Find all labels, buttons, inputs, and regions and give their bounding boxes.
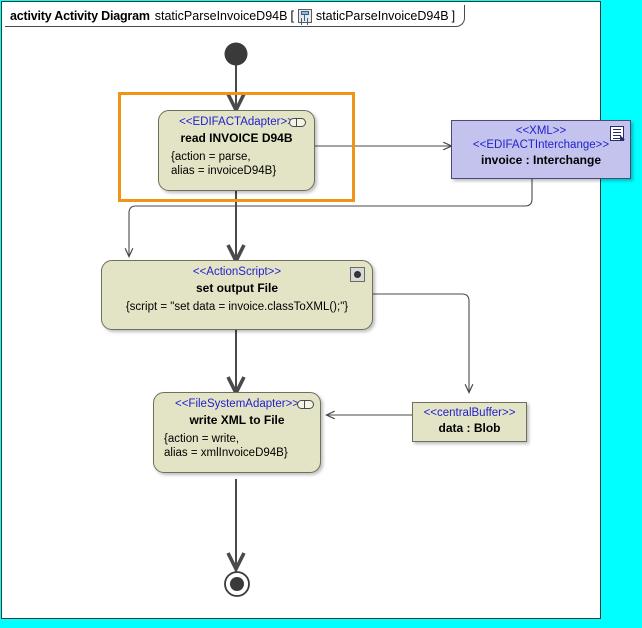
adapter-pill-icon xyxy=(289,118,306,127)
action-read-invoice-prop-1: alias = invoiceD94B} xyxy=(171,165,277,177)
action-read-invoice-name: read INVOICE D94B xyxy=(180,131,293,145)
action-write-xml-name: write XML to File xyxy=(189,413,285,427)
diagram-frame: activity Activity Diagram staticParseInv… xyxy=(1,1,631,619)
frame-bracket-close: ] xyxy=(451,8,456,23)
object-node-stereotype-edifact: <<EDIFACTInterchange>> xyxy=(472,139,610,151)
initial-node xyxy=(224,42,248,66)
objectflow-xml-to-setoutput xyxy=(124,179,533,258)
action-set-output-file[interactable]: <<ActionScript>> set output File {script… xyxy=(101,260,373,330)
activity-diagram-icon xyxy=(297,8,312,23)
objectflow-setoutput-to-buffer xyxy=(373,293,474,394)
central-buffer-stereotype: <<centralBuffer>> xyxy=(423,407,516,419)
action-set-output-file-name: set output File xyxy=(196,281,278,295)
document-icon xyxy=(610,126,625,141)
frame-diagram-name: staticParseInvoiceD94B xyxy=(154,8,288,23)
action-set-output-file-prop-0: {script = "set data = invoice.classToXML… xyxy=(125,301,349,313)
central-buffer-name: data : Blob xyxy=(438,421,501,435)
object-node-stereotype-xml: <<XML>> xyxy=(515,125,567,137)
frame-keyword: activity Activity Diagram xyxy=(10,8,150,23)
adapter-pill-icon xyxy=(297,400,314,409)
object-node-name: invoice : Interchange xyxy=(480,153,602,167)
action-read-invoice[interactable]: <<EDIFACTAdapter>> read INVOICE D94B {ac… xyxy=(158,110,315,191)
action-read-invoice-prop-0: {action = parse, xyxy=(171,151,251,163)
frame-qualified-name: staticParseInvoiceD94B xyxy=(315,8,449,23)
frame-bracket-open: [ xyxy=(290,8,294,23)
partition-highlight xyxy=(118,92,355,202)
object-node-central-buffer[interactable]: <<centralBuffer>> data : Blob xyxy=(412,402,527,442)
object-node-invoice-interchange[interactable]: <<XML>> <<EDIFACTInterchange>> invoice :… xyxy=(451,120,631,179)
script-gear-icon xyxy=(350,267,365,282)
action-write-xml-to-file[interactable]: <<FileSystemAdapter>> write XML to File … xyxy=(153,392,321,473)
action-read-invoice-stereotype: <<EDIFACTAdapter>> xyxy=(179,116,294,128)
action-write-xml-prop-1: alias = xmlInvoiceD94B} xyxy=(164,447,288,459)
final-node xyxy=(224,571,250,597)
action-write-xml-prop-0: {action = write, xyxy=(164,433,240,445)
flow-connectors xyxy=(124,42,533,597)
action-set-output-file-stereotype: <<ActionScript>> xyxy=(192,266,282,278)
action-write-xml-stereotype: <<FileSystemAdapter>> xyxy=(174,398,299,410)
diagram-frame-header: activity Activity Diagram staticParseInv… xyxy=(5,5,466,27)
